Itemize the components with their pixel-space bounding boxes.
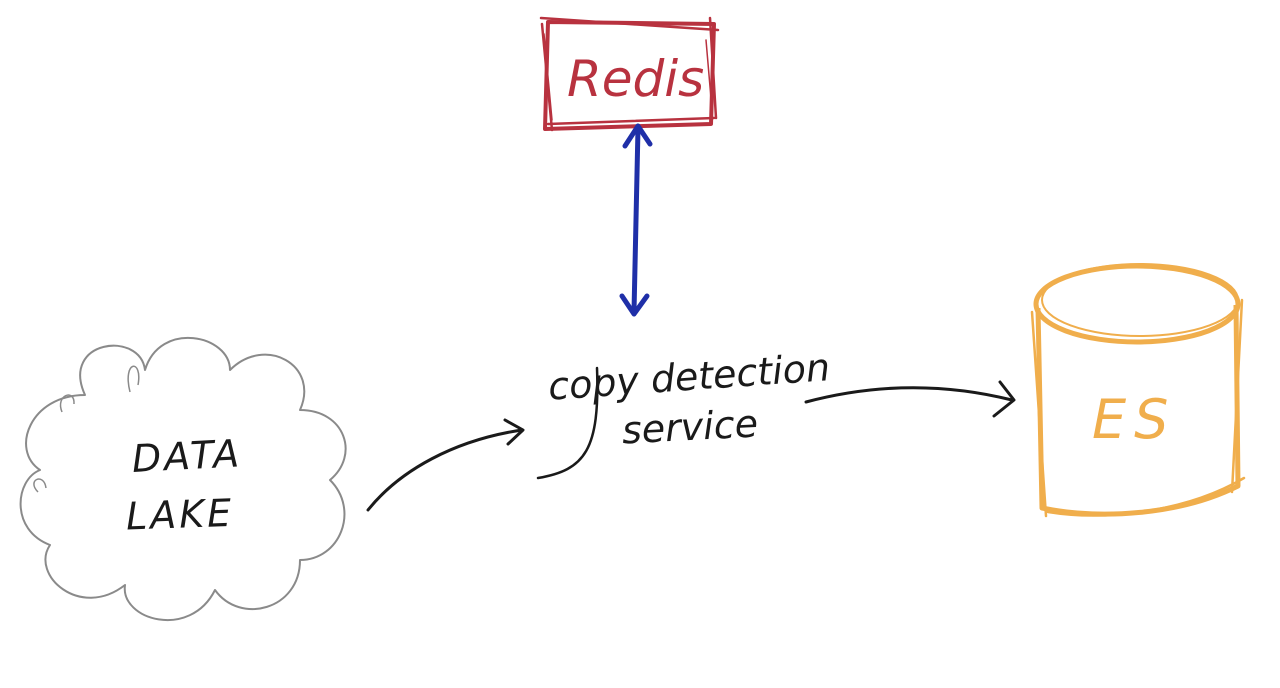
redis-label: Redis [567, 50, 704, 108]
es-cylinder-body-sketch [1030, 298, 1246, 518]
arrow-head-bottom [619, 293, 650, 317]
redis-box-outline-sketch [539, 16, 720, 132]
arrow-data-lake-to-service [366, 418, 525, 512]
data-lake-cloud-inner-curl [33, 478, 47, 493]
arrow-shaft [366, 428, 524, 512]
es-cylinder-top-sketch [1041, 263, 1239, 337]
copy-detection-service-node: copy detection service [536, 345, 832, 480]
arrow-head [503, 418, 525, 446]
redis-box-outline-sketch [543, 33, 713, 121]
data-lake-label-line1: DATA [131, 431, 243, 481]
es-label: ES [1092, 388, 1176, 451]
data-lake-cloud-inner-curl [127, 365, 140, 393]
es-cylinder-top [1033, 263, 1241, 345]
arrow-shaft [804, 386, 1014, 404]
arrow-head-top [622, 123, 653, 149]
arrow-shaft [631, 125, 641, 315]
data-lake-node: DATA LAKE [19, 336, 347, 621]
arrow-head [992, 380, 1016, 418]
redis-box-outline [543, 20, 716, 131]
arrow-service-to-es [804, 380, 1016, 418]
es-node: ES [1030, 263, 1246, 518]
data-lake-cloud-inner-curl [59, 394, 75, 413]
data-lake-cloud-shape [19, 336, 347, 621]
arrow-redis-service-bidirectional [619, 123, 653, 317]
service-bracket-curve [536, 366, 599, 480]
service-label-line2: service [621, 401, 759, 452]
data-lake-label-line2: LAKE [125, 491, 235, 539]
service-label-line1: copy detection [547, 345, 832, 409]
redis-node: Redis [539, 16, 720, 132]
